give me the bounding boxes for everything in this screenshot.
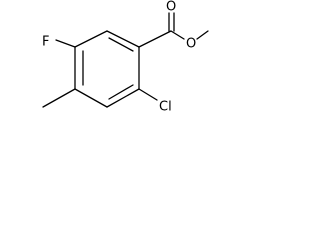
chlorine-atom-label: Cl <box>159 100 172 115</box>
bond-to-fluorine <box>55 39 76 48</box>
ring-bond-c1-c6 <box>74 30 108 48</box>
bond-ester-oxygen-to-methyl <box>196 30 209 40</box>
bond-carbon-to-ester-oxygen <box>170 30 185 40</box>
chemical-structure-canvas: F Cl O O <box>0 0 218 138</box>
ring-bond-c4-c3 <box>106 88 140 108</box>
ring-bond-c5-c4 <box>74 88 108 108</box>
molecule-diagram: F Cl O O <box>42 0 209 115</box>
bond-to-methyl <box>42 88 76 108</box>
ring-double-bond-inner-top <box>108 37 134 52</box>
bond-to-chlorine <box>138 88 158 101</box>
carbonyl-oxygen-label: O <box>166 0 176 15</box>
ring-bond-c2-c1 <box>106 30 140 48</box>
fluorine-atom-label: F <box>42 35 49 50</box>
bond-to-carbonyl-carbon <box>138 30 172 48</box>
ring-double-bond-inner-bottom <box>108 84 134 100</box>
ester-oxygen-label: O <box>186 37 196 52</box>
